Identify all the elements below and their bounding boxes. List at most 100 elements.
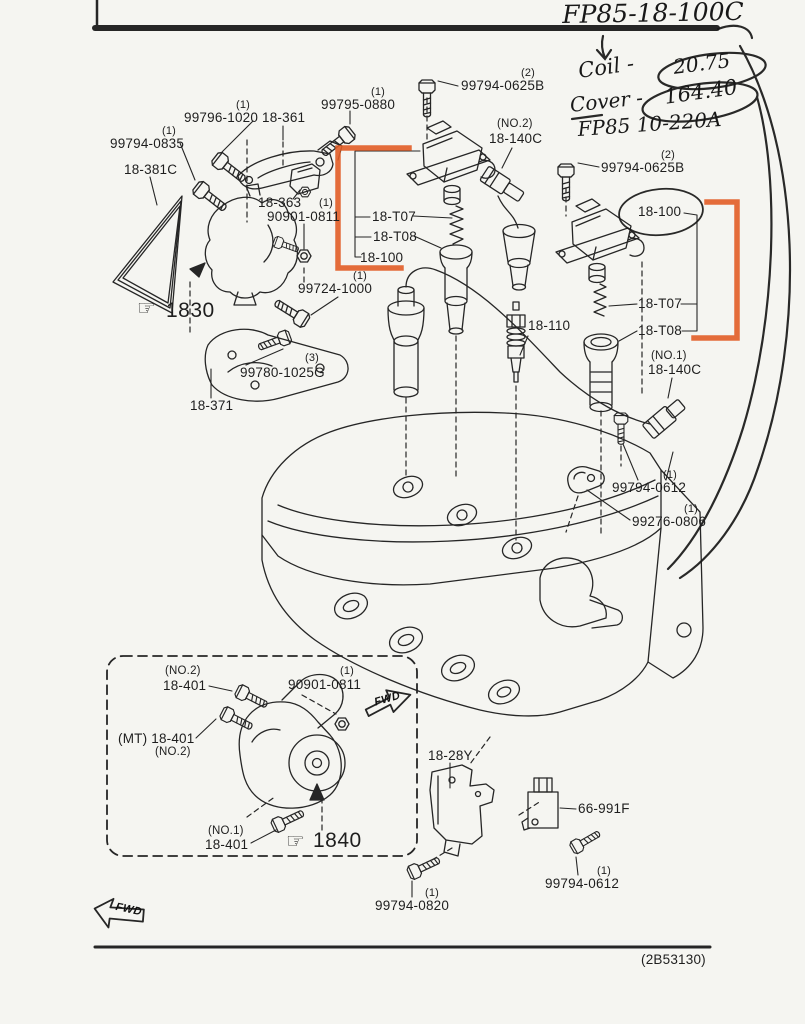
alternator xyxy=(204,183,299,306)
label-18-T07-right: 18-T07 xyxy=(638,296,682,311)
bolt-99794-0625b-right xyxy=(557,163,575,202)
qty-99724-1000: (1) xyxy=(353,270,368,282)
power-steering-dashed-box xyxy=(106,655,418,857)
label-18-28Y: 18-28Y xyxy=(428,748,473,763)
label-66-991F: 66-991F xyxy=(578,801,630,816)
bolt-99794-0612-mid xyxy=(613,412,629,445)
qty-99794-0625B-left: (2) xyxy=(521,67,536,79)
spark-plug xyxy=(506,301,526,383)
label-18-363: 18-363 xyxy=(258,195,302,210)
qty-18-140C-no2: (NO.2) xyxy=(497,118,533,130)
spark-plug-wire-no2 xyxy=(479,166,536,291)
label-99794-0612-mid: 99794-0612 xyxy=(612,480,687,495)
label-18-381C: 18-381C xyxy=(124,162,178,177)
nut-90901-0811-top xyxy=(296,249,312,263)
label-18-401-no2: 18-401 xyxy=(163,678,207,693)
coil-spring-1 xyxy=(449,205,464,245)
label-18-T08-left: 18-T08 xyxy=(373,229,417,244)
label-99794-0625B-right: 99794-0625B xyxy=(601,160,685,175)
qty-99795-0880: (1) xyxy=(371,86,386,98)
label-18-401-mt: (MT) 18-401 xyxy=(118,731,195,746)
qty-99794-0612-mid: (1) xyxy=(663,469,678,481)
orange-highlights xyxy=(335,145,740,341)
orange-highlight-right xyxy=(691,199,740,341)
clip-99276-0806 xyxy=(567,466,605,494)
label-18-100-left: 18-100 xyxy=(360,250,404,265)
bolt-99794-0835 xyxy=(190,179,231,216)
bolt-18-401-no2 xyxy=(233,682,271,713)
qty-99780-1025G: (3) xyxy=(305,352,320,364)
pointing-hand-icon: ☞ xyxy=(137,296,156,320)
label-99276-0806: 99276-0806 xyxy=(632,514,707,529)
bolt-99780-1025g xyxy=(255,328,294,355)
qty-99794-0625B-right: (2) xyxy=(661,149,676,161)
qty-99276-0806: (1) xyxy=(684,503,699,515)
label-90901-0811-top: 90901-0811 xyxy=(267,209,341,224)
plug-boot-coil1 xyxy=(439,244,473,335)
qty-90901-0811-box: (1) xyxy=(340,665,355,677)
hw-part-number: FP85-18-100C xyxy=(561,0,744,29)
qty-99794-0820: (1) xyxy=(425,887,440,899)
label-footer-code: (2B53130) xyxy=(641,952,706,967)
coil-spring-2 xyxy=(593,283,607,317)
stay-18-363 xyxy=(289,163,321,195)
label-18-401-no1: 18-401 xyxy=(205,837,249,852)
label-99794-0612-bot: 99794-0612 xyxy=(545,876,620,891)
qty-18-140C-no1: (NO.1) xyxy=(651,350,687,362)
label-99780-1025G: 99780-1025G xyxy=(240,365,325,380)
fwd-arrow-icon xyxy=(364,689,412,717)
qty-99794-0835: (1) xyxy=(162,125,177,137)
fwd-arrow-icon xyxy=(93,897,145,929)
ignition-coil-1 xyxy=(406,120,496,245)
pen-circle-cover-price xyxy=(641,81,759,123)
sensor-66-991f xyxy=(521,777,559,831)
bracket-18-28y xyxy=(429,764,495,857)
label-99794-0835: 99794-0835 xyxy=(110,136,185,151)
leader-lines xyxy=(149,80,698,898)
bolt-18-401-mt xyxy=(218,704,256,735)
label-1830: 1830 xyxy=(166,299,215,322)
qty-99796-1020: (1) xyxy=(236,99,251,111)
label-99796-1020: 99796-1020 xyxy=(184,110,259,125)
bracket-18-361 xyxy=(237,140,343,190)
qty-90901-0811-top: (1) xyxy=(319,197,334,209)
qty-99794-0612-bot: (1) xyxy=(597,865,612,877)
dashed-guides xyxy=(189,97,643,861)
orange-highlight-left xyxy=(335,145,412,271)
label-1840: 1840 xyxy=(313,829,362,852)
label-99795-0880: 99795-0880 xyxy=(321,97,396,112)
qty-18-401-mt: (NO.2) xyxy=(155,746,191,758)
label-99724-1000: 99724-1000 xyxy=(298,281,373,296)
bolt-99724-1000 xyxy=(270,295,312,330)
valve-cover xyxy=(261,411,662,586)
label-18-140C-no2: 18-140C xyxy=(489,131,543,146)
pen-circle-coil-price xyxy=(657,51,767,91)
cylinder-head xyxy=(261,411,704,717)
label-18-T08-right: 18-T08 xyxy=(638,323,682,338)
label-18-140C-no1: 18-140C xyxy=(648,362,702,377)
pen-sweep-outer xyxy=(678,44,792,580)
pen-underline xyxy=(570,113,604,121)
pump-assembly-arrow xyxy=(309,783,325,801)
label-18-T07-left: 18-T07 xyxy=(372,209,416,224)
label-99794-0625B-left: 99794-0625B xyxy=(461,78,545,93)
plug-boot-coil2 xyxy=(583,333,619,413)
label-18-100-right: 18-100 xyxy=(638,204,682,219)
alternator-assembly-arrow xyxy=(189,262,206,278)
pen-circle-18-100 xyxy=(618,187,704,237)
nut-90901-0811-box xyxy=(334,717,350,731)
ignition-coil-2 xyxy=(555,198,645,317)
label-18-361: 18-361 xyxy=(262,110,306,125)
qty-18-401-no1: (NO.1) xyxy=(208,825,244,837)
v-belt xyxy=(112,195,183,314)
pen-sweep-inner xyxy=(666,95,773,571)
pen-down-arrow xyxy=(595,34,613,61)
pointing-hand-icon: ☞ xyxy=(286,829,305,853)
pen-strokes xyxy=(570,24,792,580)
spark-plug-wire-no1 xyxy=(387,267,686,439)
label-90901-0811-box: 90901-0811 xyxy=(288,677,362,692)
label-18-110: 18-110 xyxy=(528,318,571,333)
pen-tail xyxy=(716,24,754,40)
